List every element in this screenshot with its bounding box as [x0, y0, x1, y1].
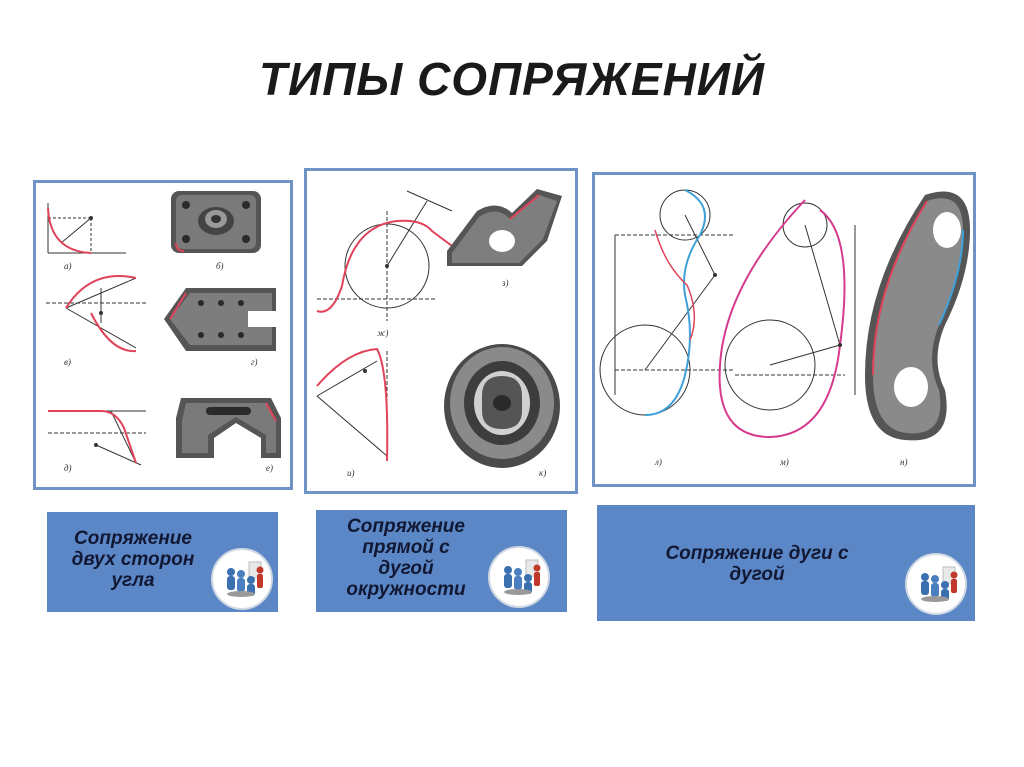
- caption-arc-arc-fillet: Сопряжение дуги с дугой: [597, 505, 975, 621]
- team-meeting-icon: [905, 553, 967, 615]
- panel-angle-fillet: а) б) в) г) д) е): [33, 180, 293, 490]
- team-meeting-icon: [211, 548, 273, 610]
- caption-line: угла: [111, 570, 155, 591]
- caption-angle-fillet: Сопряжение двух сторон угла: [47, 512, 278, 612]
- caption-line: окружности: [346, 579, 466, 600]
- caption-line-arc-fillet: Сопряжение прямой с дугой окружности: [316, 510, 567, 612]
- panel-line-arc-fillet: ж) з) и) к): [304, 168, 578, 494]
- caption-line: Сопряжение: [74, 528, 192, 549]
- line-arc-fillet-drawings: [316, 189, 562, 468]
- caption-line: двух сторон: [71, 549, 195, 570]
- caption-line: Сопряжение дуги с: [665, 543, 849, 564]
- team-meeting-icon: [488, 546, 550, 608]
- caption-line: Сопряжение: [347, 516, 465, 537]
- panel-arc-arc-fillet: л) м) н): [592, 172, 976, 487]
- slide-title: ТИПЫ СОПРЯЖЕНИЙ: [259, 53, 765, 105]
- caption-line: дугой: [729, 564, 785, 585]
- caption-line: прямой с: [362, 537, 450, 558]
- arc-arc-fillet-drawings: [599, 189, 970, 441]
- caption-line: дугой: [378, 558, 434, 579]
- angle-fillet-drawings: [46, 191, 281, 466]
